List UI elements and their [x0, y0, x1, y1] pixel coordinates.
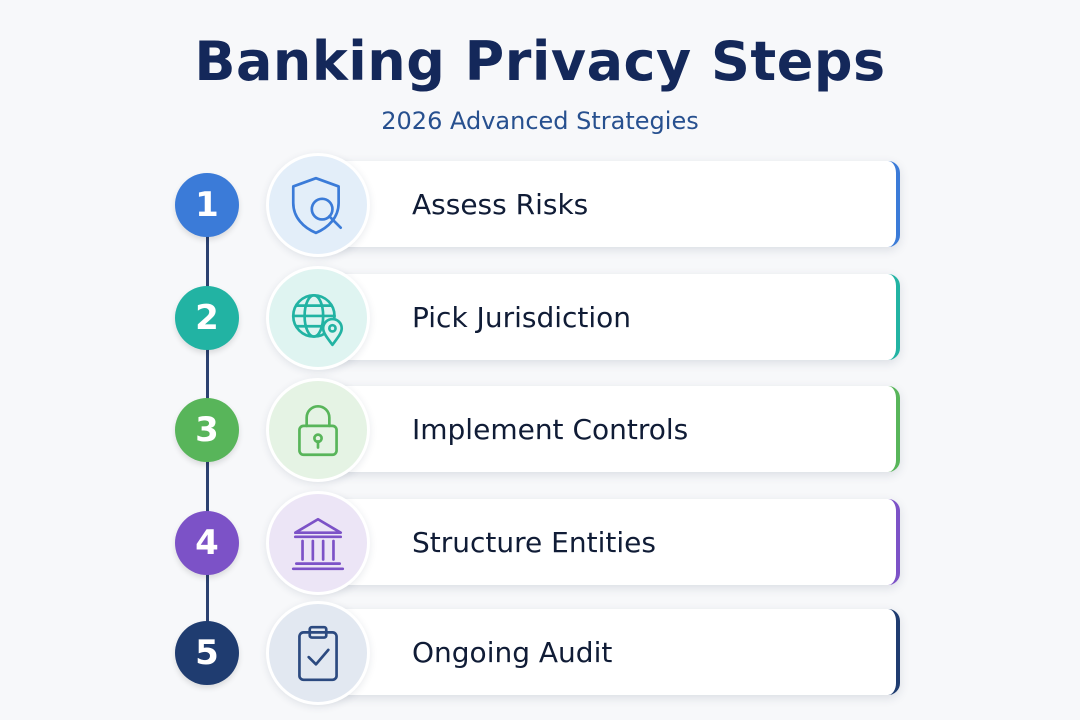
- step-number-badge: 5: [175, 621, 239, 685]
- step-card: Pick Jurisdiction: [305, 274, 900, 360]
- step-number-badge: 4: [175, 511, 239, 575]
- step-label: Pick Jurisdiction: [412, 300, 632, 334]
- step-icon-circle: [266, 153, 370, 257]
- step-2: Pick Jurisdiction 2: [0, 266, 1080, 376]
- step-card: Structure Entities: [305, 499, 900, 585]
- page-title: Banking Privacy Steps: [194, 30, 886, 93]
- shield-search-icon: [291, 176, 343, 235]
- step-card: Ongoing Audit: [305, 609, 900, 695]
- step-3: Implement Controls 3: [0, 378, 1080, 488]
- step-label: Implement Controls: [412, 412, 689, 446]
- bank-building-icon: [291, 517, 345, 571]
- step-card: Implement Controls: [305, 386, 900, 472]
- step-icon-circle: [266, 266, 370, 370]
- step-label: Assess Risks: [412, 187, 589, 221]
- step-label: Structure Entities: [412, 525, 656, 559]
- step-icon-circle: [266, 601, 370, 705]
- step-icon-circle: [266, 378, 370, 482]
- step-5: Ongoing Audit 5: [0, 601, 1080, 711]
- page-subtitle: 2026 Advanced Strategies: [381, 107, 699, 135]
- clipboard-check-icon: [298, 625, 338, 682]
- globe-pin-icon: [291, 293, 344, 347]
- step-number-badge: 1: [175, 173, 239, 237]
- step-4: Structure Entities 4: [0, 491, 1080, 601]
- step-label: Ongoing Audit: [412, 635, 613, 669]
- step-number-badge: 2: [175, 286, 239, 350]
- step-icon-circle: [266, 491, 370, 595]
- padlock-icon: [298, 405, 338, 457]
- step-card: Assess Risks: [305, 161, 900, 247]
- step-1: Assess Risks 1: [0, 153, 1080, 263]
- step-number-badge: 3: [175, 398, 239, 462]
